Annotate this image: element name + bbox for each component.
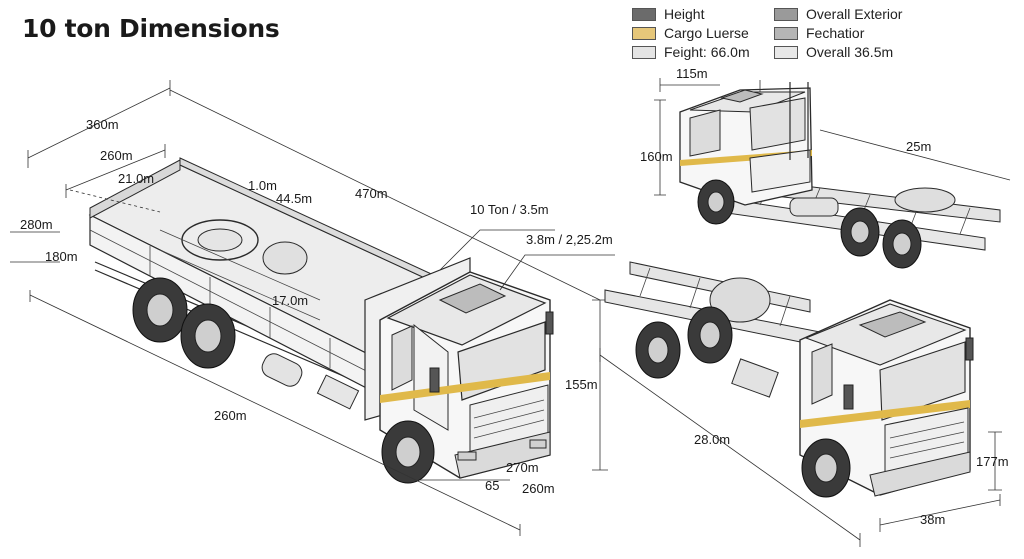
legend-swatch [774, 7, 798, 21]
dim-label: 280m [20, 217, 53, 232]
legend-swatch [774, 45, 798, 59]
dim-label: 25m [906, 139, 931, 154]
dim-label: 1.0m [248, 178, 277, 193]
dim-label: 3.8m / 2,25.2m [526, 232, 613, 247]
dim-label: 260m [522, 481, 555, 496]
bottom-chassis-truck: 28.0m 177m 38m [599, 261, 1009, 547]
main-truck: 360m 260m 21.0m 280m 180m 1.0m 44.5m 470… [10, 80, 615, 536]
main-dimension-lines [10, 80, 615, 536]
legend-item: Fechatior [774, 24, 864, 42]
legend-item: Overall Exterior [774, 5, 902, 23]
legend-swatch [632, 26, 656, 40]
dim-label: 470m [355, 186, 388, 201]
dim-label: 260m [214, 408, 247, 423]
dim-label: 180m [45, 249, 78, 264]
dim-label: 160m [640, 149, 673, 164]
dim-label: 10 Ton / 3.5m [470, 202, 549, 217]
dim-label: 270m [506, 460, 539, 475]
legend-label: Feight: 66.0m [664, 44, 750, 60]
legend-label: Overall 36.5m [806, 44, 894, 60]
dim-label: 360m [86, 117, 119, 132]
dim-label: 155m [565, 377, 598, 392]
main-dimension-labels: 360m 260m 21.0m 280m 180m 1.0m 44.5m 470… [20, 117, 613, 496]
dim-label: 38m [920, 512, 945, 527]
legend: Height Overall Exterior Cargo Luerse Fec… [632, 5, 932, 65]
dim-label: 115m [676, 66, 708, 81]
cab-stripe [380, 372, 550, 403]
legend-item: Cargo Luerse [632, 24, 749, 42]
rear-wheel [132, 277, 188, 343]
dim-label: 21.0m [118, 171, 154, 186]
legend-swatch [632, 7, 656, 21]
page-title: 10 ton Dimensions [22, 14, 280, 43]
dim-label: 44.5m [276, 191, 312, 206]
legend-label: Cargo Luerse [664, 25, 749, 41]
dim-label: 177m [976, 454, 1009, 469]
dim-label: 17.0m [272, 293, 308, 308]
rear-wheel [180, 303, 236, 369]
legend-item: Overall 36.5m [774, 43, 893, 61]
front-wheel [381, 420, 435, 484]
dim-label: 28.0m [694, 432, 730, 447]
top-chassis-truck: 115m 160m 25m [640, 66, 1011, 269]
legend-item: Feight: 66.0m [632, 43, 750, 61]
legend-label: Fechatior [806, 25, 865, 41]
dim-label: 260m [100, 148, 133, 163]
legend-item: Height [632, 5, 704, 23]
dim-label: 65 [485, 478, 499, 493]
legend-label: Height [664, 6, 705, 22]
legend-swatch [774, 26, 798, 40]
legend-swatch [632, 45, 656, 59]
legend-label: Overall Exterior [806, 6, 903, 22]
